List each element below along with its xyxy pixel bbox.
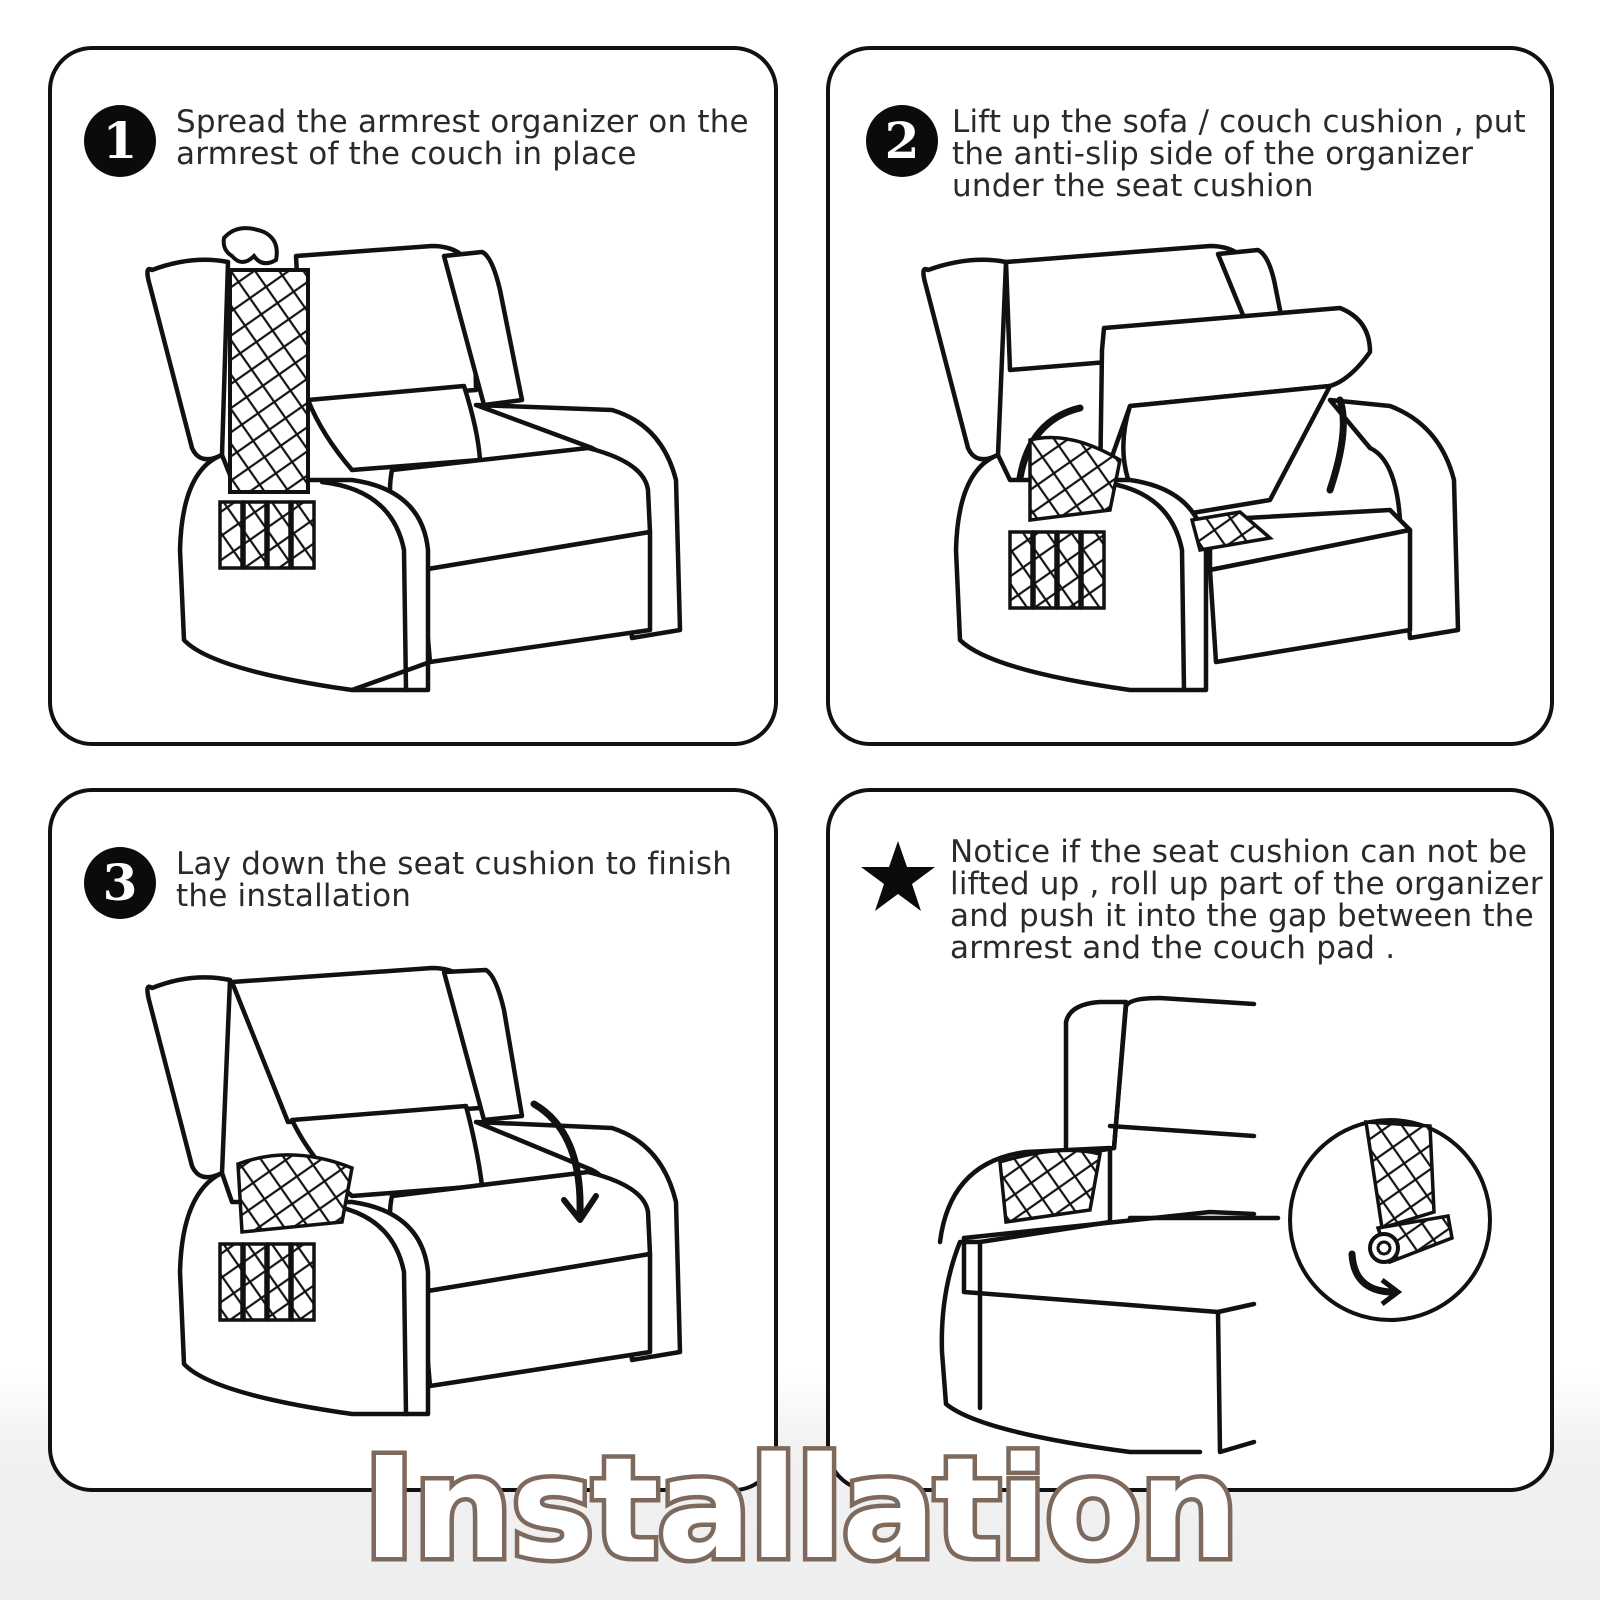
step-2-panel: 2 Lift up the sofa / couch cushion , put… bbox=[826, 46, 1554, 746]
step-1-illustration bbox=[52, 50, 778, 746]
step-1-panel: 1 Spread the armrest organizer on the ar… bbox=[48, 46, 778, 746]
notice-panel: Notice if the seat cushion can not be li… bbox=[826, 788, 1554, 1492]
step-3-panel: 3 Lay down the seat cushion to finish th… bbox=[48, 788, 778, 1492]
installation-title: Installation bbox=[0, 1430, 1600, 1590]
step-3-illustration bbox=[52, 792, 778, 1492]
step-2-illustration bbox=[830, 50, 1554, 746]
notice-illustration bbox=[830, 792, 1554, 1492]
